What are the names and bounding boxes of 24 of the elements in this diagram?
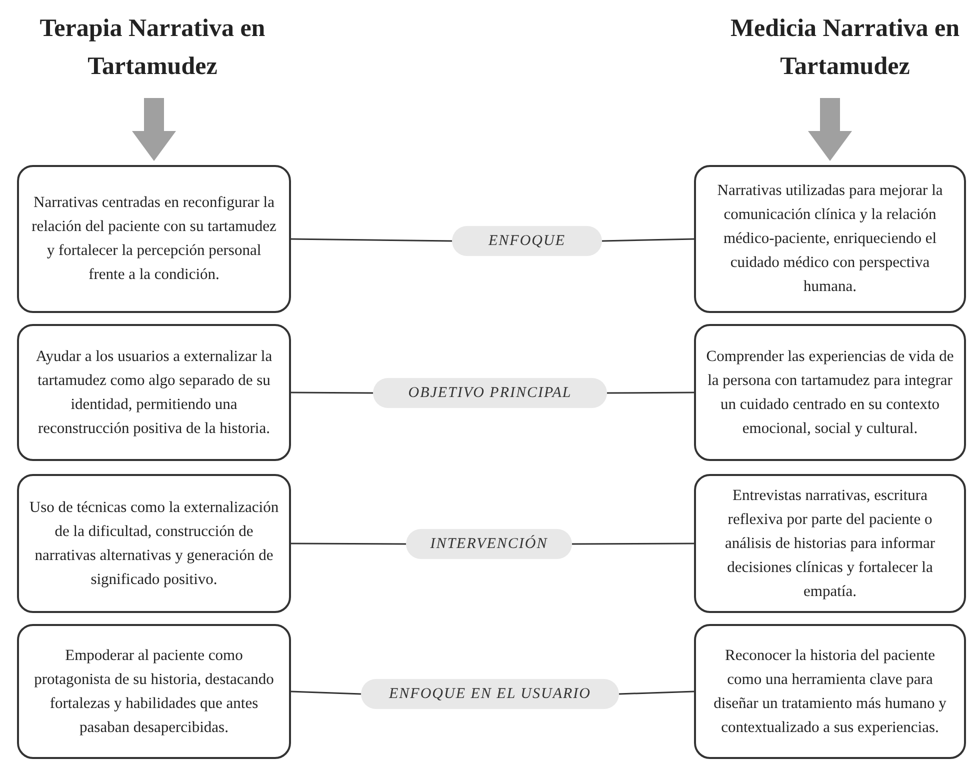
category-pill: INTERVENCIÓN xyxy=(406,529,572,559)
description-box: Reconocer la historia del paciente como una herramienta clave para diseñar un tratamiento más humano y contextualizado a sus experiencias. xyxy=(694,624,966,759)
connector-line xyxy=(291,392,373,394)
description-box: Narrativas utilizadas para mejorar la comunicación clínica y la relación médico-paciente, enriqueciendo el cuidado médico con perspectiva humana. xyxy=(694,165,966,313)
connector-line xyxy=(291,238,452,242)
connector-line xyxy=(290,690,362,695)
heading-text: Medicia Narrativa en Tartamudez xyxy=(729,14,961,82)
category-pill: ENFOQUE xyxy=(452,226,602,256)
connector-line xyxy=(618,690,694,695)
category-pill: ENFOQUE EN EL USUARIO xyxy=(361,679,619,709)
category-pill: OBJETIVO PRINCIPAL xyxy=(373,378,607,408)
connector-line xyxy=(291,542,406,545)
heading-text: Terapia Narrativa en Tartamudez xyxy=(38,14,266,82)
description-box: Entrevistas narrativas, escritura reflexiva por parte del paciente o análisis de historias para informar decisiones clínicas y fortalecer la empatía. xyxy=(694,474,966,613)
description-box: Ayudar a los usuarios a externalizar la tartamudez como algo separado de su identidad, permitiendo una reconstrucción positiva de la historia. xyxy=(17,324,291,461)
connector-line xyxy=(572,542,694,545)
block-arrow xyxy=(808,98,852,161)
block-arrow xyxy=(132,98,176,161)
description-box: Comprender las experiencias de vida de la persona con tartamudez para integrar un cuidado centrado en su contexto emocional, social y cultural. xyxy=(694,324,966,461)
connector-line xyxy=(602,238,694,242)
description-box: Uso de técnicas como la externalización de la dificultad, construcción de narrativas alternativas y generación de significado positivo. xyxy=(17,474,291,613)
connector-line xyxy=(607,392,694,394)
description-box: Empoderar al paciente como protagonista de su historia, destacando fortalezas y habilidades que antes pasaban desapercibidas. xyxy=(17,624,291,759)
description-box: Narrativas centradas en reconfigurar la relación del paciente con su tartamudez y fortalecer la percepción personal frente a la condición. xyxy=(17,165,291,313)
